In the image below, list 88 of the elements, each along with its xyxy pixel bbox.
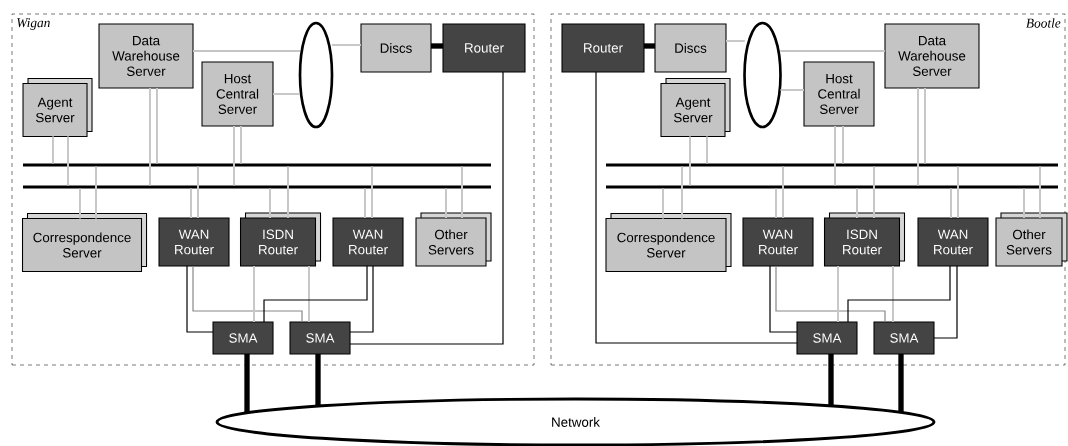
router-box: SMA — [212, 321, 274, 355]
router-box: WAN Router — [917, 217, 989, 267]
cable — [782, 165, 784, 219]
server-box: Host Central Server — [201, 61, 274, 127]
cable — [856, 187, 858, 219]
server-box: Host Central Server — [803, 61, 875, 127]
cable — [287, 165, 289, 219]
bus-line — [23, 185, 491, 189]
cable — [192, 50, 301, 52]
cable — [957, 165, 959, 219]
cable — [837, 265, 839, 323]
cable — [308, 265, 310, 323]
cable — [95, 165, 97, 220]
cable — [662, 187, 664, 220]
cable — [272, 93, 301, 95]
cable — [769, 265, 798, 333]
cable — [197, 165, 199, 219]
cable — [892, 265, 894, 323]
server-box: Discs — [360, 23, 432, 73]
cable — [950, 187, 952, 219]
server-box: Correspondence Server — [605, 212, 732, 273]
cable — [79, 187, 81, 220]
cable — [828, 354, 834, 406]
bus-line — [606, 185, 1058, 189]
cable — [689, 135, 691, 187]
server-box: Agent Server — [22, 77, 93, 138]
cable — [933, 265, 958, 339]
cable — [775, 187, 777, 219]
cable — [52, 135, 54, 165]
cable — [269, 187, 271, 219]
router-box: WAN Router — [158, 217, 230, 267]
router-box: Router — [442, 23, 526, 73]
router-box: Router — [561, 23, 645, 73]
cable — [917, 87, 919, 187]
cable — [779, 89, 805, 91]
cable — [190, 187, 192, 219]
cable — [233, 125, 235, 187]
cable — [431, 43, 443, 49]
cable — [244, 354, 250, 413]
ring-ellipse — [298, 21, 334, 129]
cable — [445, 187, 447, 219]
cable — [349, 265, 374, 333]
cable — [192, 265, 303, 323]
cable — [240, 125, 242, 165]
cable — [149, 87, 151, 187]
cable — [67, 135, 69, 187]
cable — [186, 265, 214, 333]
router-box: WAN Router — [332, 217, 404, 267]
cable — [681, 165, 683, 220]
router-box: SMA — [873, 321, 935, 355]
cable — [253, 265, 255, 323]
cable — [898, 354, 904, 413]
cable — [595, 71, 798, 344]
bus-line — [606, 163, 1058, 167]
cable — [725, 40, 746, 42]
router-box: SMA — [796, 321, 858, 355]
router-box: ISDN Router — [823, 212, 906, 267]
cable — [706, 135, 708, 165]
cable — [1023, 187, 1025, 219]
cable — [315, 354, 321, 406]
cable — [371, 165, 373, 219]
cable — [847, 265, 951, 323]
server-box: Data Warehouse Server — [884, 23, 980, 89]
cable — [779, 50, 886, 52]
router-box: ISDN Router — [239, 212, 322, 267]
router-box: WAN Router — [742, 217, 814, 267]
cable — [775, 265, 886, 323]
cable — [331, 44, 362, 46]
server-box: Correspondence Server — [22, 212, 148, 273]
router-box: SMA — [289, 321, 351, 355]
server-box: Data Warehouse Server — [98, 23, 194, 89]
server-box: Other Servers — [415, 212, 492, 267]
cable — [1039, 165, 1041, 219]
cable — [461, 165, 463, 219]
cable — [364, 187, 366, 219]
cable — [873, 165, 875, 219]
cable — [924, 87, 926, 165]
cable — [263, 265, 368, 323]
bus-line — [23, 163, 491, 167]
cable — [156, 87, 158, 165]
ring-ellipse — [743, 21, 782, 129]
server-box: Other Servers — [995, 212, 1068, 267]
cable — [349, 71, 504, 345]
server-box: Agent Server — [660, 77, 731, 138]
cable — [842, 125, 844, 165]
cable — [834, 125, 836, 187]
server-box: Discs — [654, 23, 727, 73]
cable — [644, 43, 655, 49]
